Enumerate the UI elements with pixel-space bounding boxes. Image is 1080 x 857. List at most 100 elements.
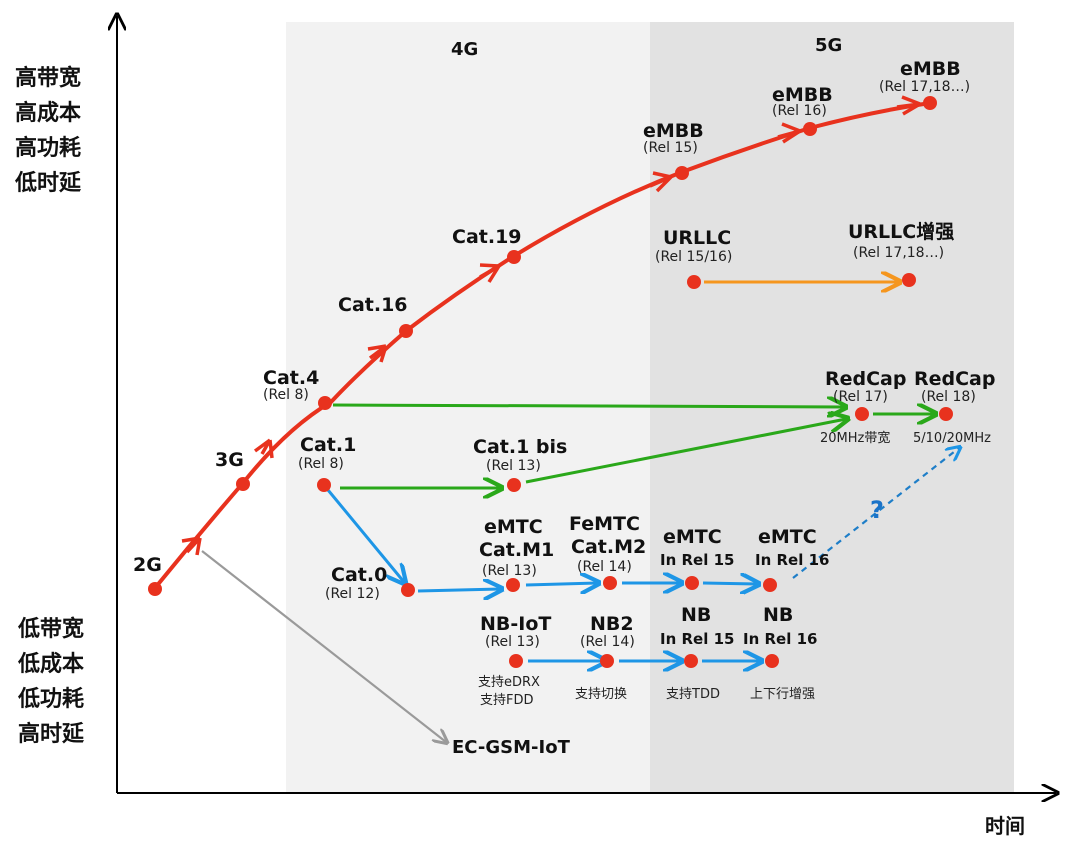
label-emtc15-line1: eMTC	[663, 526, 722, 548]
label-embb16-rel: (Rel 16)	[772, 103, 827, 119]
node-embb15	[675, 166, 689, 180]
label-nb16-line1: NB	[763, 604, 794, 626]
label-femtc-rel: (Rel 14)	[577, 559, 632, 575]
label-cat1bis-rel: (Rel 13)	[486, 458, 541, 474]
label-nb15-line1: NB	[681, 604, 712, 626]
node-cat16	[399, 324, 413, 338]
label-emtc-rel: (Rel 13)	[482, 563, 537, 579]
emtc-to-femtc-arrow	[525, 583, 597, 585]
label-cat1: Cat.1	[300, 434, 357, 456]
node-nb2	[600, 654, 614, 668]
cat1bis-to-redcap-arrow	[525, 419, 846, 484]
label-cat4: Cat.4	[263, 367, 320, 389]
label-emtc-line1: eMTC	[484, 516, 543, 538]
node-cat4	[318, 396, 332, 410]
emtc15-to-emtc16-arrow	[702, 583, 757, 584]
node-embb16	[803, 122, 817, 136]
label-embb16: eMBB	[772, 84, 833, 106]
label-nb16-line2: In Rel 16	[743, 630, 818, 648]
label-emtc-line2: Cat.M1	[479, 539, 555, 561]
node-redcap17	[855, 407, 869, 421]
cat4-to-redcap-arrow	[332, 405, 844, 407]
y-axis-bottom-labels: 低带宽 低成本 低功耗 高时延	[18, 612, 84, 752]
curve-arrowheads	[181, 95, 921, 556]
label-cat19: Cat.19	[452, 226, 522, 248]
label-urllc: URLLC	[663, 227, 732, 249]
cat1-to-cat0-arrow	[326, 489, 404, 582]
node-cat19	[507, 250, 521, 264]
label-redcap17-rel: (Rel 17)	[833, 389, 888, 405]
y-bottom-4: 高时延	[18, 722, 85, 747]
y-top-2: 高成本	[15, 101, 82, 126]
label-nbiot-note2: 支持FDD	[480, 693, 534, 708]
label-urllc-plus-rel: (Rel 17,18…)	[853, 245, 945, 261]
label-redcap18-rel: (Rel 18)	[921, 389, 976, 405]
label-nb2-rel: (Rel 14)	[580, 634, 635, 650]
label-question-mark: ?	[870, 496, 884, 524]
label-nb2: NB2	[590, 613, 634, 635]
cat0-to-emtc-arrow	[417, 589, 500, 591]
label-cat1bis: Cat.1 bis	[473, 436, 568, 458]
label-embb15-rel: (Rel 15)	[643, 140, 698, 156]
label-cat0: Cat.0	[331, 564, 388, 586]
node-emtc16	[763, 578, 777, 592]
label-nb2-note: 支持切换	[575, 687, 628, 702]
y-bottom-1: 低带宽	[18, 617, 85, 642]
node-cat1	[317, 478, 331, 492]
label-urllc-rel: (Rel 15/16)	[655, 249, 733, 265]
gsm-to-ecgsm-arrow	[201, 550, 446, 742]
node-emtc15	[685, 576, 699, 590]
label-redcap18-note: 5/10/20MHz	[913, 431, 991, 446]
node-redcap18	[939, 407, 953, 421]
label-redcap18: RedCap	[914, 368, 996, 390]
era-4g-label: 4G	[451, 39, 479, 60]
emtc-to-redcap-dashed-arrow	[792, 448, 959, 579]
node-embb17	[923, 96, 937, 110]
y-top-1: 高带宽	[15, 66, 82, 91]
y-bottom-2: 低成本	[18, 652, 85, 677]
node-femtc	[603, 576, 617, 590]
label-nbiot: NB-IoT	[480, 613, 552, 635]
label-emtc16-line1: eMTC	[758, 526, 817, 548]
era-5g-label: 5G	[815, 35, 843, 56]
node-2g	[148, 582, 162, 596]
label-redcap17: RedCap	[825, 368, 907, 390]
x-axis-label: 时间	[985, 814, 1025, 838]
label-nb15-line2: In Rel 15	[660, 630, 735, 648]
label-emtc16-line2: In Rel 16	[755, 551, 830, 569]
label-embb17: eMBB	[900, 58, 961, 80]
node-emtc	[506, 578, 520, 592]
node-urllc-plus	[902, 273, 916, 287]
node-3g	[236, 477, 250, 491]
label-embb17-rel: (Rel 17,18…)	[879, 79, 971, 95]
label-nb15-note: 支持TDD	[666, 687, 720, 702]
label-femtc-line1: FeMTC	[569, 513, 640, 535]
label-cat4-rel: (Rel 8)	[263, 387, 309, 403]
label-cat16: Cat.16	[338, 294, 408, 316]
node-cat1bis	[507, 478, 521, 492]
label-2g: 2G	[133, 554, 162, 576]
node-nb16	[765, 654, 779, 668]
y-bottom-3: 低功耗	[18, 687, 85, 712]
node-cat0	[401, 583, 415, 597]
label-3g: 3G	[215, 449, 244, 471]
y-top-4: 低时延	[15, 171, 82, 196]
y-top-3: 高功耗	[15, 136, 82, 161]
label-nbiot-note1: 支持eDRX	[478, 675, 540, 690]
label-embb15: eMBB	[643, 120, 704, 142]
node-nbiot	[509, 654, 523, 668]
label-nb16-note: 上下行增强	[750, 687, 816, 702]
label-redcap17-note: 20MHz带宽	[820, 431, 891, 446]
node-urllc	[687, 275, 701, 289]
label-cat0-rel: (Rel 12)	[325, 586, 380, 602]
label-urllc-plus: URLLC增强	[848, 221, 955, 243]
label-ecgsm: EC-GSM-IoT	[452, 737, 570, 758]
y-axis-top-labels: 高带宽 高成本 高功耗 低时延	[15, 61, 81, 201]
label-nbiot-rel: (Rel 13)	[485, 634, 540, 650]
label-cat1-rel: (Rel 8)	[298, 456, 344, 472]
label-emtc15-line2: In Rel 15	[660, 551, 735, 569]
era-4g-band	[286, 22, 650, 794]
node-nb15	[684, 654, 698, 668]
